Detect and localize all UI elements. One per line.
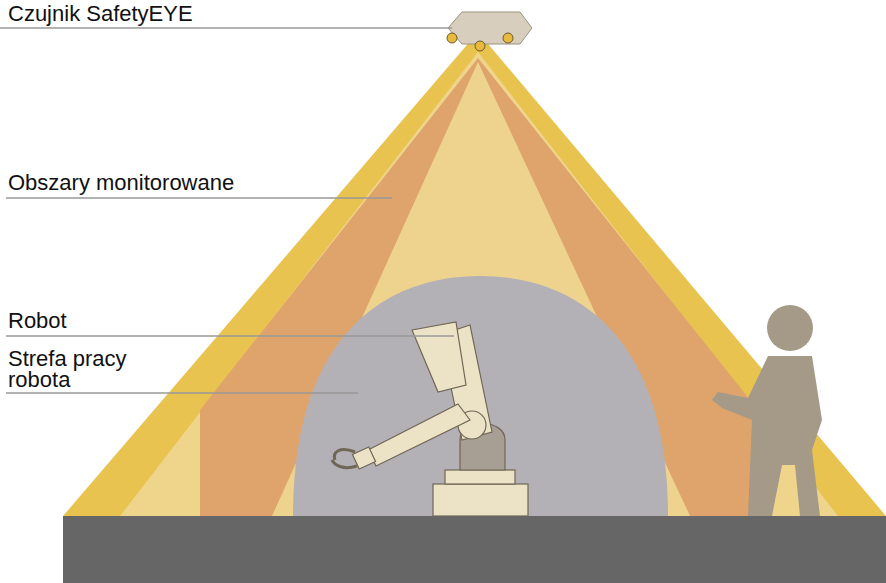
work-area-label: Strefa pracy robota — [8, 348, 168, 390]
robot-label: Robot — [8, 310, 308, 331]
work-area — [293, 276, 668, 516]
inner-zone — [272, 62, 690, 516]
floor — [63, 516, 886, 583]
light-zone — [120, 52, 838, 516]
zone-label: Obszary monitorowane — [8, 172, 388, 193]
sensor — [447, 12, 532, 51]
person — [712, 305, 822, 516]
robot — [332, 322, 528, 516]
leader-lines — [0, 28, 454, 393]
warning-zone — [200, 58, 758, 516]
outer-zone — [63, 32, 886, 516]
sensor-label: Czujnik SafetyEYE — [8, 3, 448, 24]
